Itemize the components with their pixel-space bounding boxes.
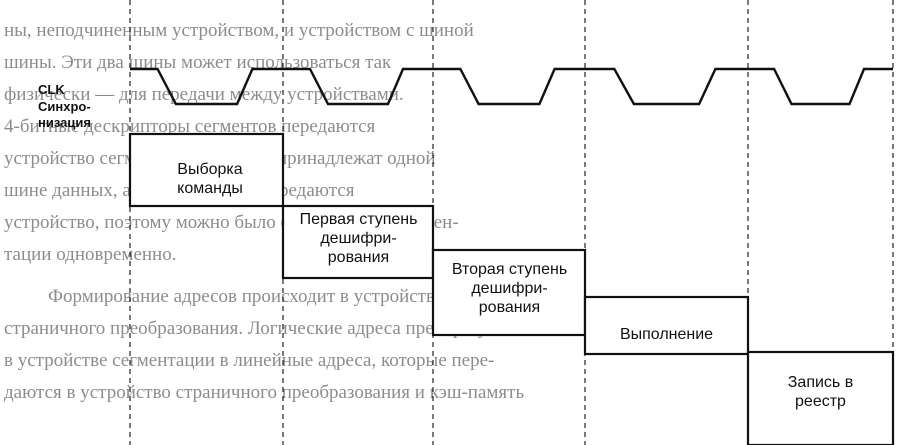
stage-label-line: дешифри- xyxy=(320,230,397,247)
stage-label: Первая ступень дешифри-рования xyxy=(280,210,437,267)
background-text-line: ны, неподчиненным устройством, и устройс… xyxy=(4,20,474,41)
background-text-line: страничного преобразования. Логические а… xyxy=(4,318,516,339)
stage-box xyxy=(746,350,895,445)
stage-label-line: Выполнение xyxy=(619,326,714,343)
background-text-line: физически — для передачи между устройств… xyxy=(4,84,404,105)
background-text-line: даются в устройство страничного преобраз… xyxy=(4,382,525,403)
stage-label-line: Первая ступень xyxy=(299,211,418,228)
stage-label: Выборка команды xyxy=(145,160,275,198)
stage-box xyxy=(431,248,587,337)
stage-label-line: дешифри- xyxy=(471,280,548,297)
stage-boxes xyxy=(128,132,895,445)
stage-label-line: Запись в xyxy=(787,374,854,391)
background-text-line: тации одновременно. xyxy=(4,244,177,265)
stage-label: Вторая ступень дешифри-рования xyxy=(432,260,587,317)
stage-label-line: рования xyxy=(327,249,390,266)
stage-label-line: Вторая ступень xyxy=(451,261,568,278)
stage-box xyxy=(281,204,435,280)
clock-label-sync-1: Синхро- xyxy=(38,99,91,114)
clock-waveform xyxy=(130,67,893,106)
background-text-line: в устройстве сегментации в линейные адре… xyxy=(4,350,495,371)
stage-label-line: Выборка xyxy=(177,161,243,178)
stage-box xyxy=(128,132,285,208)
stage-label-line: рования xyxy=(478,299,541,316)
stage-label-line: команды xyxy=(177,180,243,197)
stage-box xyxy=(583,295,750,356)
background-text-line: Формирование адресов происходит в устрой… xyxy=(48,286,551,307)
clock-label-clk: CLK xyxy=(38,82,65,97)
stage-label-line: реестр xyxy=(795,393,846,410)
clock-label-sync-2: низация xyxy=(38,115,91,130)
background-text-line: шины. Эти два шины может использоваться … xyxy=(4,52,392,73)
stage-label: Запись в реестр xyxy=(748,373,893,411)
stage-label: Выполнение xyxy=(585,325,748,344)
